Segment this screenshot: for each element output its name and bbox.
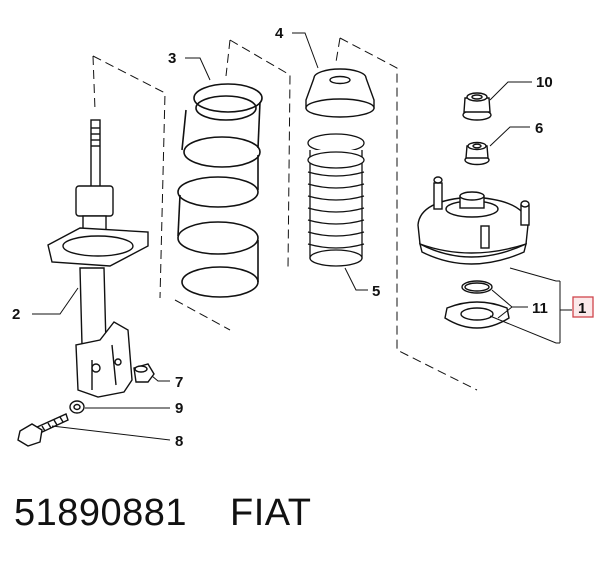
bearing-and-o-ring [444,280,510,329]
brand-name: FIAT [230,492,312,534]
callout-4[interactable]: 4 [275,25,284,42]
coil-spring [177,83,263,298]
dust-boot-bellows [307,133,365,267]
nut-6 [464,141,490,166]
callout-7[interactable]: 7 [175,374,183,391]
callout-10[interactable]: 10 [536,74,553,91]
shock-absorber-strut [47,119,149,398]
callout-5[interactable]: 5 [372,283,380,300]
bolt-8 [17,413,69,447]
callout-9[interactable]: 9 [175,400,183,417]
nut-7 [133,363,155,383]
bump-stop-cap [305,68,375,118]
callout-6[interactable]: 6 [535,120,543,137]
callout-8[interactable]: 8 [175,433,183,450]
callout-3[interactable]: 3 [168,50,176,67]
washer-9 [69,400,85,414]
part-number: 51890881 [14,492,188,534]
callout-1-highlight-box [572,296,594,318]
leader-lines [32,32,572,441]
callout-11[interactable]: 11 [532,300,548,317]
strut-top-mount [417,176,530,265]
callout-1[interactable]: 1 [578,300,586,317]
flange-nut-10 [462,92,492,121]
exploded-parts-diagram: 1 2 3 4 5 6 7 8 9 10 11 [12,25,594,450]
callout-2[interactable]: 2 [12,306,20,323]
dashed-guide-lines [92,37,478,391]
